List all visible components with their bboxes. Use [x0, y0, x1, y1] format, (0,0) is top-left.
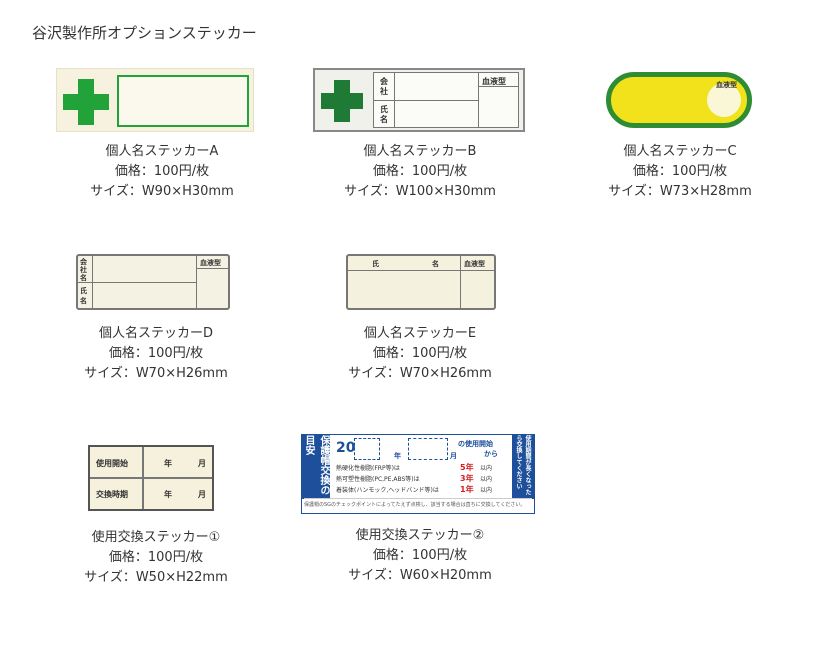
product-name: 個人名ステッカーE [363, 326, 477, 341]
green-cross-icon [63, 79, 109, 125]
product-caption-b: 個人名ステッカーB 価格：100円/枚 サイズ：W100×H30mm [300, 142, 540, 202]
name-box [117, 75, 249, 127]
company-label: 会社 [380, 77, 388, 96]
product-size: サイズ：W100×H30mm [344, 184, 496, 199]
rule-label: 着装体(ハンモック,ヘッドバンド等)は [336, 487, 439, 494]
sticker-footer-note: 保護帽のSGのチェックポイントによってたえず点検し、該当する場合は直ちに交換して… [304, 498, 532, 511]
green-cross-icon [321, 80, 363, 122]
product-size: サイズ：W50×H22mm [84, 570, 228, 585]
blood-type-circle [707, 83, 741, 117]
product-price: 価格：100円/枚 [372, 346, 468, 361]
month-label: 月 [198, 459, 206, 468]
usage-sticker-2-image: 保護帽交換の目安 20 年 月 の使用開始 から 熱硬化性樹脂(FRP等)は 5… [301, 434, 535, 514]
rule-years: 5年 [460, 463, 474, 472]
year-label: 年 [164, 490, 172, 499]
page-title: 谷沢製作所オプションステッカー [32, 24, 257, 42]
product-size: サイズ：W70×H26mm [348, 366, 492, 381]
name-label-first: 氏 [372, 260, 379, 268]
sticker-e-image: 氏 名 血液型 [346, 254, 496, 310]
blood-type-label: 血液型 [716, 81, 737, 89]
product-caption-e: 個人名ステッカーE 価格：100円/枚 サイズ：W70×H26mm [300, 324, 540, 384]
product-price: 価格：100円/枚 [632, 164, 728, 179]
year-label: 年 [394, 452, 401, 460]
year-prefix: 20 [336, 440, 356, 456]
product-size: サイズ：W90×H30mm [90, 184, 234, 199]
product-caption-c: 個人名ステッカーC 価格：100円/枚 サイズ：W73×H28mm [560, 142, 800, 202]
blood-type-label: 血液型 [200, 259, 221, 267]
rule-suffix: 以内 [480, 465, 493, 472]
month-label: 月 [450, 452, 457, 460]
product-price: 価格：100円/枚 [108, 550, 204, 565]
product-price: 価格：100円/枚 [114, 164, 210, 179]
product-caption-a: 個人名ステッカーA 価格：100円/枚 サイズ：W90×H30mm [42, 142, 282, 202]
product-price: 価格：100円/枚 [372, 164, 468, 179]
from-label: から [484, 450, 498, 458]
sticker-d-image: 会社名 氏名 血液型 [76, 254, 230, 310]
name-label: 氏名 [80, 287, 87, 305]
usage-sticker-1-image: 使用開始 年 月 交換時期 年 月 [88, 445, 214, 511]
product-size: サイズ：W70×H26mm [84, 366, 228, 381]
swap-label: 交換時期 [96, 490, 128, 499]
product-name: 個人名ステッカーC [623, 144, 737, 159]
start-label: 使用開始 [96, 459, 128, 468]
sticker-c-image: 血液型 [606, 72, 752, 128]
start-label: の使用開始 [458, 440, 493, 448]
rule-years: 3年 [460, 474, 474, 483]
year-label: 年 [164, 459, 172, 468]
product-price: 価格：100円/枚 [372, 548, 468, 563]
blood-type-label: 血液型 [482, 77, 506, 86]
company-label: 会社名 [80, 258, 87, 282]
rule-label: 熱硬化性樹脂(FRP等)は [336, 465, 400, 472]
name-label: 氏名 [380, 105, 388, 124]
product-price: 価格：100円/枚 [108, 346, 204, 361]
product-name: 個人名ステッカーA [105, 144, 219, 159]
month-label: 月 [198, 490, 206, 499]
rule-years: 1年 [460, 485, 474, 494]
product-name: 個人名ステッカーD [98, 326, 213, 341]
sticker-a-image [56, 68, 254, 132]
product-caption-g: 使用交換ステッカー② 価格：100円/枚 サイズ：W60×H20mm [300, 526, 540, 586]
rule-suffix: 以内 [480, 476, 493, 483]
rule-label: 熱可塑性樹脂(PC,PE,ABS等)は [336, 476, 420, 483]
rule-suffix: 以内 [480, 487, 493, 494]
sticker-note-vertical: 使用期間が長くなったら交換してください [512, 435, 534, 499]
product-size: サイズ：W60×H20mm [348, 568, 492, 583]
name-label-second: 名 [432, 260, 439, 268]
sticker-title-vertical: 保護帽交換の目安 [302, 435, 330, 499]
product-caption-f: 使用交換ステッカー① 価格：100円/枚 サイズ：W50×H22mm [36, 528, 276, 588]
blood-type-label: 血液型 [464, 260, 485, 268]
sticker-b-grid: 会社 氏名 血液型 [373, 72, 519, 128]
sticker-b-image: 会社 氏名 血液型 [313, 68, 525, 132]
product-size: サイズ：W73×H28mm [608, 184, 752, 199]
product-name: 使用交換ステッカー① [91, 530, 221, 545]
product-name: 個人名ステッカーB [363, 144, 477, 159]
product-name: 使用交換ステッカー② [355, 528, 485, 543]
product-caption-d: 個人名ステッカーD 価格：100円/枚 サイズ：W70×H26mm [36, 324, 276, 384]
